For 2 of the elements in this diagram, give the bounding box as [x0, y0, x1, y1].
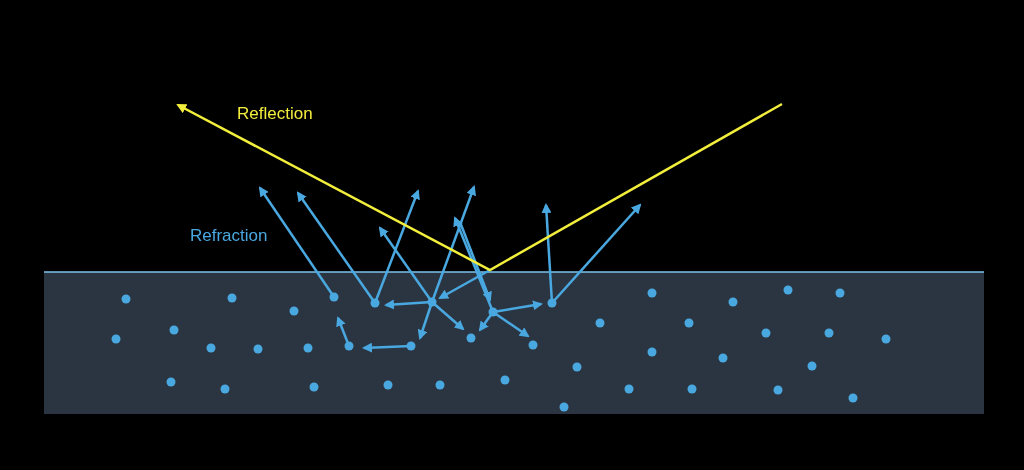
reflection-label: Reflection [237, 104, 313, 124]
refraction-label: Refraction [190, 226, 268, 246]
